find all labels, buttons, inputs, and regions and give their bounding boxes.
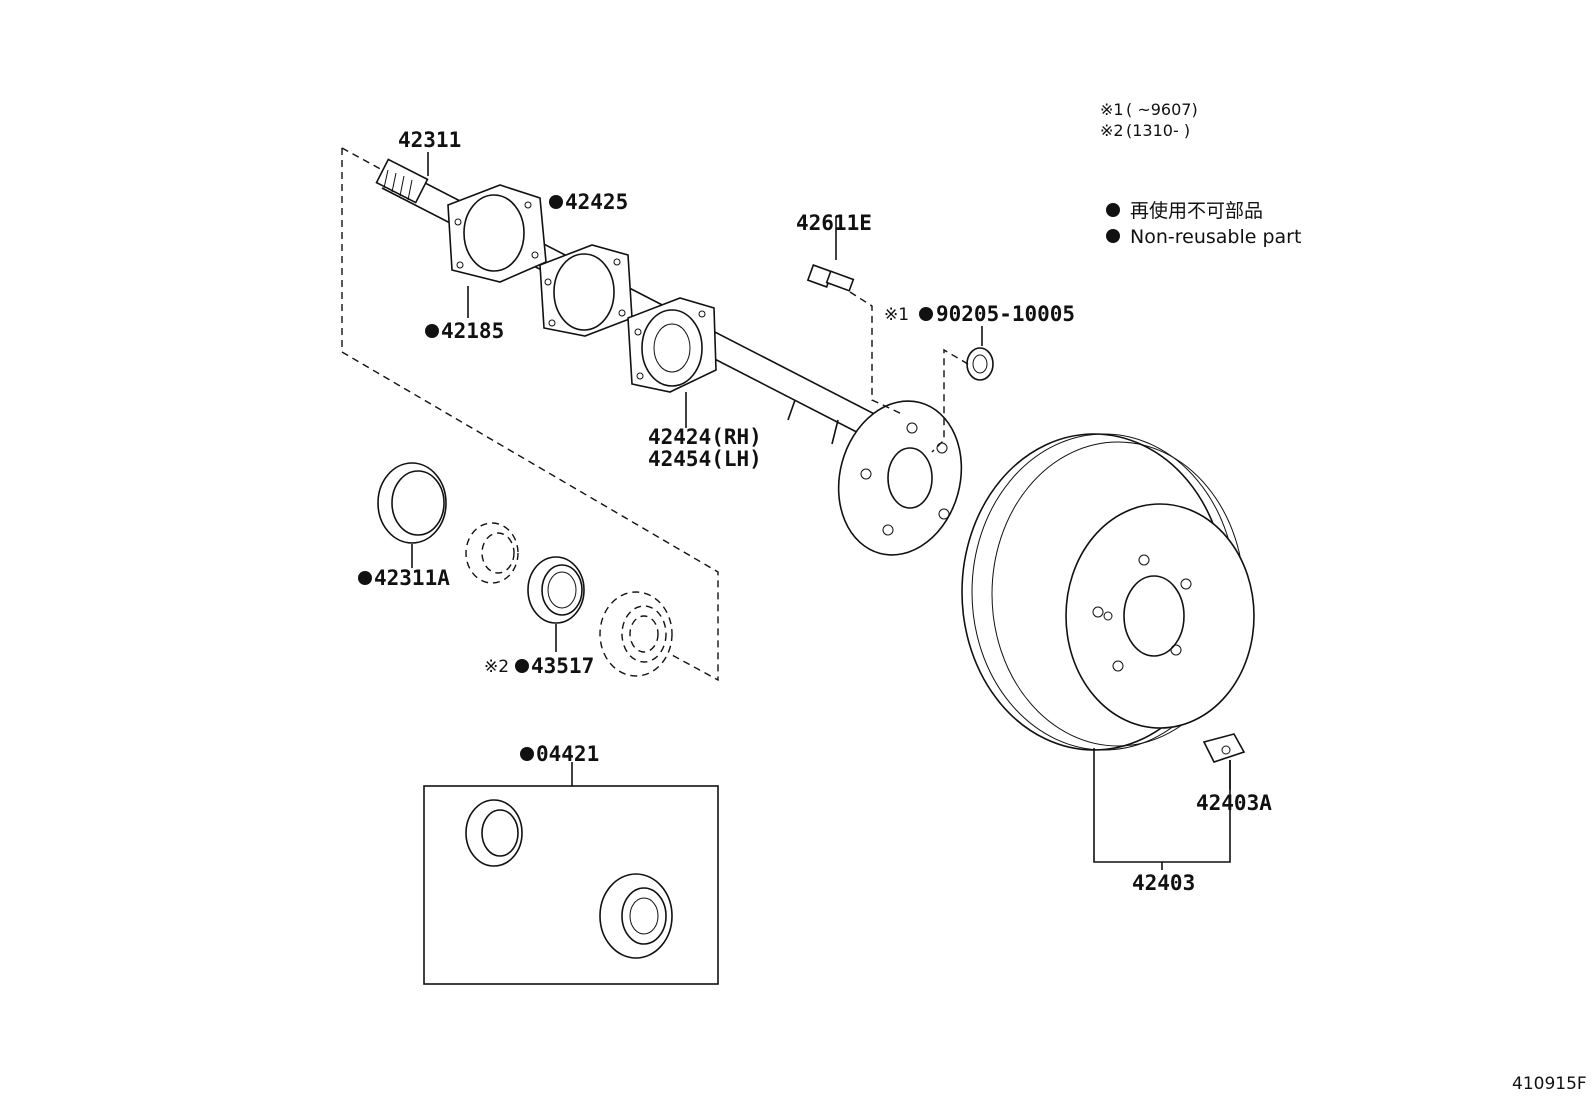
part-labels: 42311 42425 42185 42611E ※1 90205-10005 … [358,128,1272,895]
note1-mark: ※1 [1100,100,1124,119]
legend-jp: 再使用不可部品 [1130,200,1263,222]
label-42454: 42454(LH) [648,447,762,471]
nonreusable-dot-icon [549,195,563,209]
legend-dot-icon [1106,203,1120,217]
plate-42424 [627,297,717,393]
label-42185: 42185 [441,319,504,343]
nonreusable-dot-icon [919,307,933,321]
hub-bolt-42611E [806,216,903,415]
label-42403: 42403 [1132,871,1195,895]
bearing-spacer [465,522,519,584]
note2-text: (1310- ) [1126,121,1190,140]
oil-seal-42311A [377,462,447,568]
nonreusable-dot-icon [520,747,534,761]
note1-text: ( ~9607) [1126,100,1198,119]
nut-90205 [931,326,994,453]
bearing-43517 [527,556,585,652]
label-42425: 42425 [565,190,628,214]
label-43517-mark: ※2 [484,657,509,677]
axle-group-boundary [341,147,719,682]
label-42311: 42311 [398,128,461,152]
legend: 再使用不可部品 Non-reusable part [1106,200,1301,248]
gasket-42185 [447,184,547,283]
axle-flange [837,400,963,556]
nonreusable-dot-icon [425,324,439,338]
notes: ※1 ( ~9607) ※2 (1310- ) [1100,100,1198,140]
nonreusable-dot-icon [358,571,372,585]
label-90205-mark: ※1 [884,305,909,325]
label-42403A: 42403A [1196,791,1272,815]
note2-mark: ※2 [1100,121,1124,140]
label-90205: 90205-10005 [936,302,1075,326]
retainer-42425 [539,244,633,337]
brake-drum-42403 [961,433,1255,863]
plug-42403A [1202,733,1246,763]
label-04421: 04421 [536,742,599,766]
label-43517: 43517 [531,654,594,678]
label-42611E: 42611E [796,211,872,235]
legend-dot-icon [1106,229,1120,243]
diagram-code: 410915F [1512,1074,1587,1094]
nonreusable-dot-icon [515,659,529,673]
label-42424: 42424(RH) [648,425,762,449]
bearing-outer-dashed [599,591,673,677]
label-42311A: 42311A [374,566,450,590]
legend-en: Non-reusable part [1130,226,1301,248]
kit-04421 [423,762,719,985]
